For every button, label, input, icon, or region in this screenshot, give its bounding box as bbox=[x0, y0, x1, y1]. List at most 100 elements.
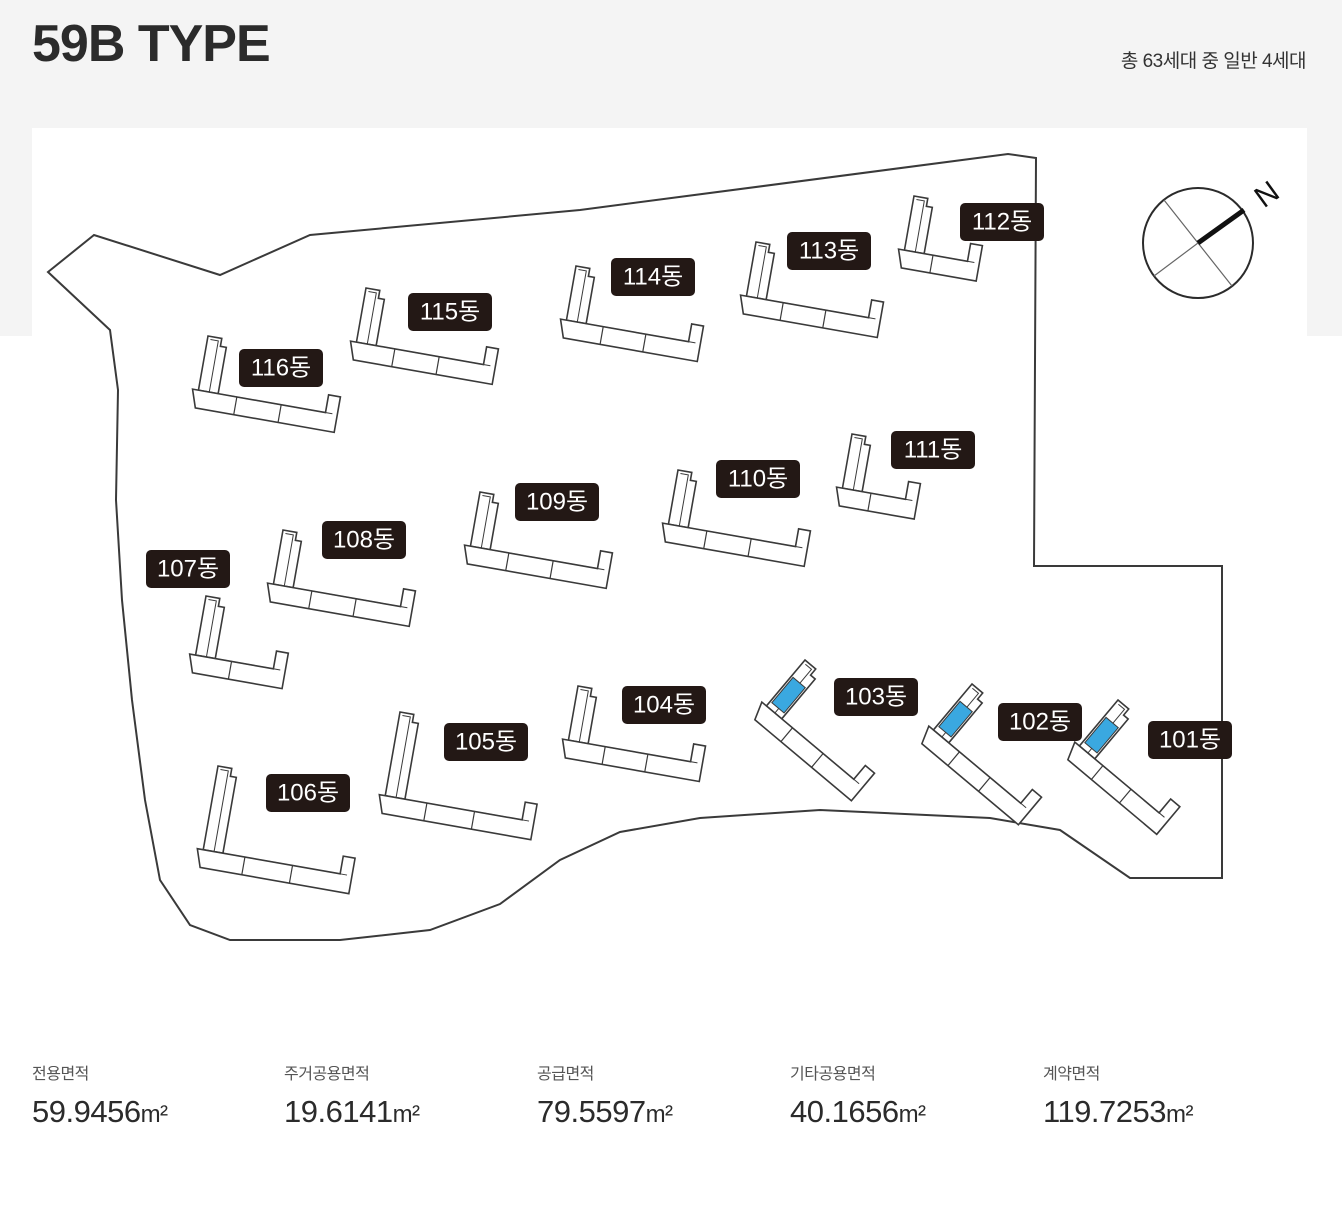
unit-divider bbox=[423, 802, 428, 821]
unit-divider bbox=[811, 753, 824, 768]
building-inner-wall bbox=[283, 532, 408, 609]
building-label: 110동 bbox=[728, 465, 788, 492]
building-footprint bbox=[196, 765, 356, 895]
building-tag-bg bbox=[611, 258, 695, 296]
unit-divider bbox=[241, 856, 246, 875]
unit-divider bbox=[1090, 765, 1104, 780]
building-tag: 110동 bbox=[716, 460, 800, 498]
building-label: 101동 bbox=[1159, 726, 1221, 753]
building-inner-wall bbox=[852, 436, 913, 501]
highlighted-unit bbox=[771, 676, 806, 714]
building-footprint bbox=[1066, 698, 1181, 836]
building-tag-bg bbox=[239, 349, 323, 387]
unit-divider bbox=[601, 746, 606, 765]
building-label: 102동 bbox=[1009, 708, 1071, 735]
building-footprint bbox=[739, 241, 885, 339]
building-label: 115동 bbox=[420, 298, 480, 325]
area-label: 계약면적 bbox=[1043, 1066, 1100, 1083]
building-tag: 111동 bbox=[891, 431, 975, 469]
building-label: 107동 bbox=[157, 555, 219, 582]
building-label: 106동 bbox=[277, 779, 339, 806]
building-label: 108동 bbox=[333, 526, 395, 553]
area-value: 19.6141m² bbox=[284, 1094, 420, 1129]
unit-summary: 총 63세대 중 일반 4세대 bbox=[1120, 51, 1307, 72]
building-tag-bg bbox=[408, 293, 492, 331]
building-tag-bg bbox=[787, 232, 871, 270]
building-inner-wall bbox=[480, 494, 605, 571]
unit-divider bbox=[644, 754, 649, 773]
building-tag-bg bbox=[716, 460, 800, 498]
building-footprint bbox=[378, 711, 538, 841]
area-value: 119.7253m² bbox=[1043, 1094, 1193, 1129]
unit-divider bbox=[352, 598, 357, 617]
building-inner-wall bbox=[205, 598, 281, 671]
building-inner-wall bbox=[678, 472, 803, 549]
building-tag-bg bbox=[998, 703, 1082, 741]
building-tag: 101동 bbox=[1148, 721, 1232, 759]
building-tag: 102동 bbox=[998, 703, 1082, 741]
building-tag: 105동 bbox=[444, 723, 528, 761]
building-tag: 113동 bbox=[787, 232, 871, 270]
building-tag-bg bbox=[891, 431, 975, 469]
unit-divider bbox=[822, 310, 827, 329]
building-tag: 108동 bbox=[322, 521, 406, 559]
area-label: 공급면적 bbox=[537, 1066, 594, 1083]
building-tag-bg bbox=[444, 723, 528, 761]
building-inner-wall bbox=[578, 688, 698, 764]
building-footprints bbox=[188, 195, 1181, 895]
area-supply: 공급면적 79.5597m² bbox=[537, 1060, 673, 1130]
building-inner-wall bbox=[576, 268, 696, 344]
unit-divider bbox=[599, 326, 604, 345]
unit-divider bbox=[929, 255, 934, 274]
unit-divider bbox=[747, 538, 752, 557]
unit-divider bbox=[233, 396, 238, 415]
area-value: 79.5597m² bbox=[537, 1094, 673, 1129]
unit-divider bbox=[779, 302, 784, 321]
building-inner-wall bbox=[213, 768, 348, 876]
highlighted-unit bbox=[1084, 716, 1119, 754]
unit-divider bbox=[642, 334, 647, 353]
building-tag-bg bbox=[622, 686, 706, 724]
building-footprint bbox=[920, 682, 1043, 826]
building-label: 105동 bbox=[455, 728, 517, 755]
building-label: 111동 bbox=[904, 436, 963, 463]
building-label: 104동 bbox=[633, 691, 695, 718]
building-footprint bbox=[561, 685, 707, 783]
page-title: 59B TYPE bbox=[32, 15, 271, 73]
unit-divider bbox=[505, 552, 510, 571]
building-label: 112동 bbox=[972, 208, 1032, 235]
unit-divider bbox=[780, 727, 793, 742]
unit-divider bbox=[308, 590, 313, 609]
building-inner-wall bbox=[756, 244, 876, 320]
area-label: 기타공용면적 bbox=[790, 1066, 876, 1083]
building-footprint bbox=[559, 265, 705, 363]
building-label: 116동 bbox=[251, 354, 311, 381]
building-footprint bbox=[188, 595, 290, 690]
unit-divider bbox=[470, 811, 476, 830]
unit-divider bbox=[978, 777, 991, 792]
building-footprint bbox=[897, 195, 984, 283]
unit-divider bbox=[391, 348, 396, 367]
area-exclusive: 전용면적 59.9456m² bbox=[32, 1060, 168, 1130]
building-label: 114동 bbox=[623, 263, 683, 290]
building-tag: 103동 bbox=[834, 678, 918, 716]
building-tag: 114동 bbox=[611, 258, 695, 296]
building-tag: 112동 bbox=[960, 203, 1044, 241]
area-specs: 전용면적 59.9456m² 주거공용면적 19.6141m² 공급면적 79.… bbox=[0, 1060, 1342, 1160]
building-inner-wall bbox=[208, 338, 333, 415]
building-tag-bg bbox=[515, 483, 599, 521]
area-contract: 계약면적 119.7253m² bbox=[1043, 1060, 1193, 1130]
unit-divider bbox=[227, 661, 233, 680]
building-tag-bg bbox=[1148, 721, 1232, 759]
building-tag: 115동 bbox=[408, 293, 492, 331]
building-tag: 107동 bbox=[146, 550, 230, 588]
unit-divider bbox=[549, 560, 554, 579]
building-footprint bbox=[191, 335, 342, 434]
area-value: 59.9456m² bbox=[32, 1094, 168, 1129]
area-label: 전용면적 bbox=[32, 1066, 89, 1083]
unit-divider bbox=[288, 865, 294, 884]
unit-divider bbox=[703, 530, 708, 549]
area-value: 40.1656m² bbox=[790, 1094, 926, 1129]
building-footprint bbox=[463, 491, 614, 590]
unit-divider bbox=[277, 404, 282, 423]
